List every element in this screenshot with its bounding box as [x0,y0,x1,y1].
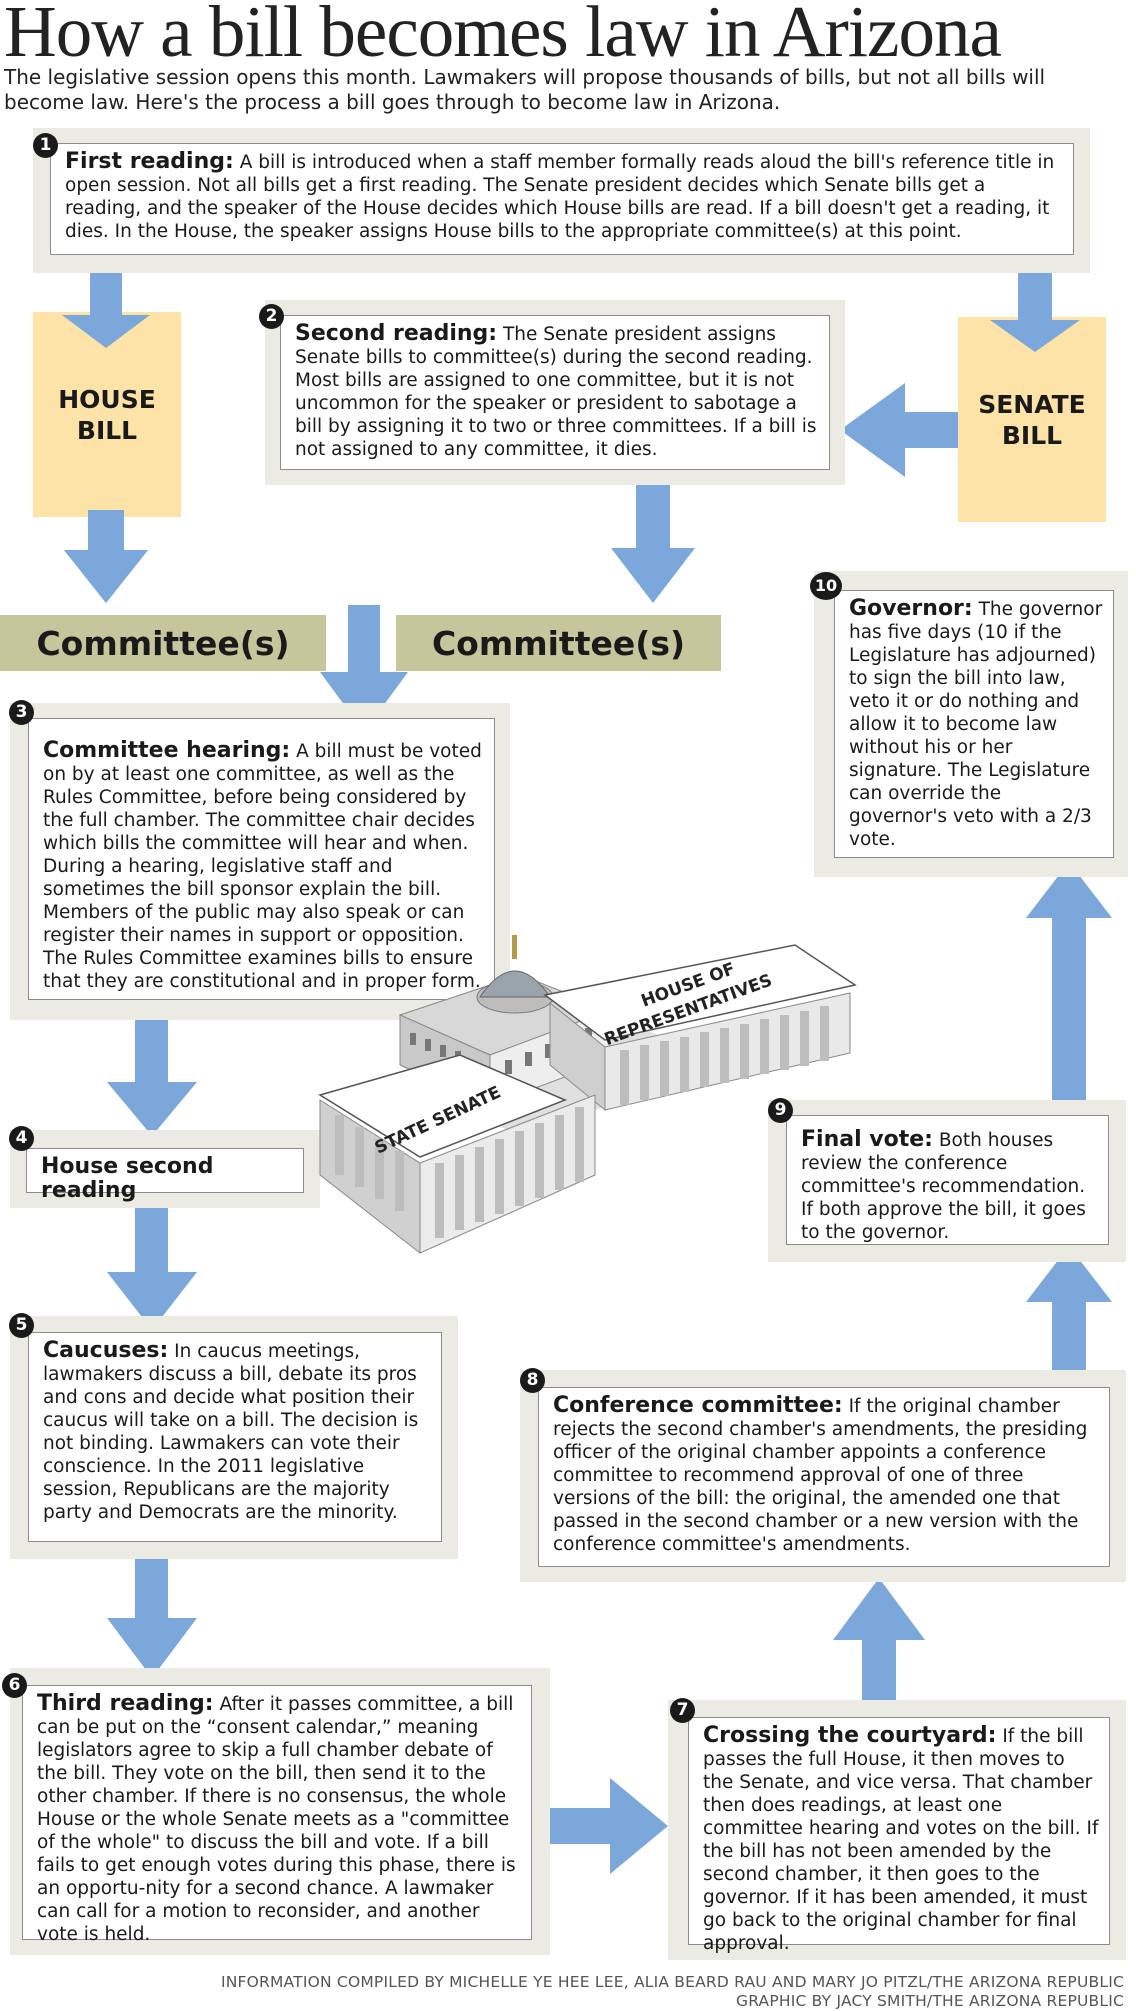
step-5-box: Caucuses: In caucus meetings, lawmakers … [28,1332,442,1542]
step-8-heading: Conference committee: [553,1393,843,1418]
step-10-heading: Governor: [849,596,973,621]
step-8-number: 8 [520,1368,545,1393]
step-8-text: If the original chamber rejects the seco… [553,1396,1088,1555]
step-9-number: 9 [768,1098,793,1123]
step-6-number: 6 [2,1673,27,1698]
step-1-heading: First reading: [65,149,234,174]
step-4-box: House second reading [26,1148,304,1202]
step-9-heading: Final vote: [801,1127,933,1152]
committee-right: Committee(s) [396,615,721,671]
capitol-buildings-illustration: HOUSE OF REPRESENTATIVES STATE SENATE [318,935,857,1255]
arrow-up-icon [1026,862,1112,1105]
credit-line-2: GRAPHIC BY JACY SMITH/THE ARIZONA REPUBL… [735,1992,1124,2010]
step-10-number: 10 [810,572,842,600]
credit-line-1: INFORMATION COMPILED BY MICHELLE YE HEE … [220,1973,1124,1991]
step-7-number: 7 [670,1698,695,1723]
arrow-left-icon [840,383,965,477]
arrow-up-icon [1026,1246,1112,1370]
step-5-heading: Caucuses: [43,1338,169,1363]
step-1-number: 1 [33,133,58,158]
committee-left: Committee(s) [0,615,326,671]
arrow-right-icon [540,1778,668,1874]
state-senate-building: STATE SENATE [318,1054,596,1255]
arrow-up-icon [833,1578,925,1708]
step-4-number: 4 [9,1126,34,1151]
step-2-heading: Second reading: [295,321,498,346]
page-title: How a bill becomes law in Arizona [4,0,1002,72]
step-9-box: Final vote: Both houses review the confe… [786,1115,1109,1245]
step-3-text: A bill must be voted on by at least one … [43,741,482,992]
step-2-text: The Senate president assigns Senate bill… [295,324,817,460]
arrow-down-icon [62,253,150,348]
step-4-heading: House second reading [41,1154,214,1203]
step-3-number: 3 [9,700,34,725]
step-7-text: If the bill passes the full House, it th… [703,1726,1099,1954]
step-2-box: Second reading: The Senate president ass… [280,315,830,470]
house-of-representatives-building: HOUSE OF REPRESENTATIVES [543,944,857,1112]
step-6-text: After it passes committee, a bill can be… [37,1694,516,1945]
arrow-down-icon [320,605,408,732]
step-6-heading: Third reading: [37,1691,214,1716]
step-8-box: Conference committee: If the original ch… [538,1387,1110,1567]
step-1-box: First reading: A bill is introduced when… [50,143,1074,255]
arrow-down-icon [107,1205,197,1330]
step-3-heading: Committee hearing: [43,738,291,763]
step-2-number: 2 [259,304,284,329]
step-10-box: Governor: The governor has five days (10… [834,590,1114,858]
arrow-down-icon [107,1555,197,1678]
step-6-box: Third reading: After it passes committee… [22,1685,532,1945]
step-7-heading: Crossing the courtyard: [703,1723,997,1748]
step-1-text: A bill is introduced when a staff member… [65,152,1055,242]
arrow-down-icon [107,1015,197,1136]
step-5-number: 5 [9,1313,34,1338]
credits: INFORMATION COMPILED BY MICHELLE YE HEE … [221,1973,1124,2011]
arrow-down-icon [64,510,148,603]
step-3-box: Committee hearing: A bill must be voted … [28,718,495,1000]
arrow-down-icon [611,478,695,603]
step-9-text: Both houses review the conference commit… [801,1130,1086,1243]
step-7-box: Crossing the courtyard: If the bill pass… [688,1717,1110,1954]
step-10-text: The governor has five days (10 if the Le… [849,599,1103,850]
arrow-down-icon [990,253,1080,352]
step-5-text: In caucus meetings, lawmakers discuss a … [43,1341,419,1523]
page-subtitle: The legislative session opens this month… [4,65,1046,114]
